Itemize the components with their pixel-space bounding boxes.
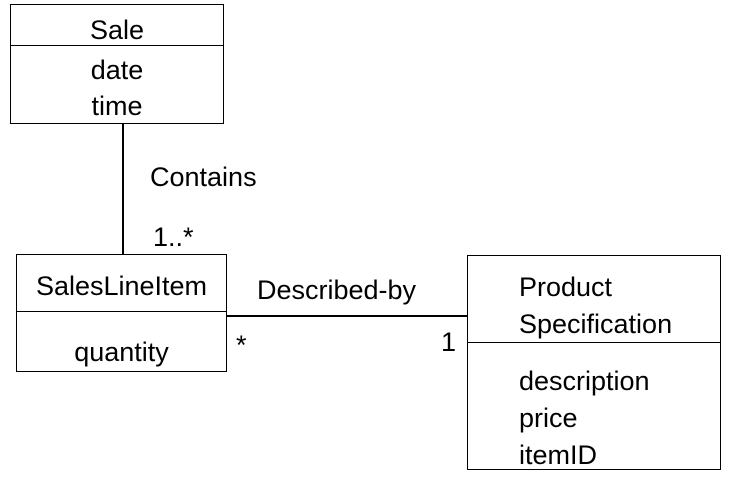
association-contains-line [122,124,124,254]
class-product-specification-attr-price: price [519,403,578,433]
class-product-specification-name-line-1: Product [519,272,613,302]
class-sales-line-item: SalesLineItem quantity [16,254,227,372]
class-product-specification-attr-description: description [519,366,650,396]
association-described-by-line [227,315,468,317]
association-contains-multiplicity: 1..* [153,222,194,252]
class-sales-line-item-name: SalesLineItem [35,271,208,301]
class-sales-line-item-divider [17,311,226,312]
class-sale-attr-time: time [91,91,143,121]
class-sales-line-item-attr-quantity: quantity [74,337,169,367]
association-described-by-multiplicity-item: * [236,330,247,360]
association-described-by-multiplicity-spec: 1 [441,327,457,357]
class-product-specification-divider [468,342,720,343]
class-sale-name: Sale [89,15,145,45]
class-sale-divider [11,45,223,46]
association-contains-label: Contains [150,162,257,192]
association-described-by-label: Described-by [257,275,417,305]
class-product-specification: Product Specification description price … [467,255,721,470]
class-sale-attr-date: date [90,55,144,85]
class-sale: Sale date time [10,4,224,124]
class-product-specification-attr-itemid: itemID [519,440,598,470]
class-product-specification-name-line-2: Specification [519,309,673,339]
